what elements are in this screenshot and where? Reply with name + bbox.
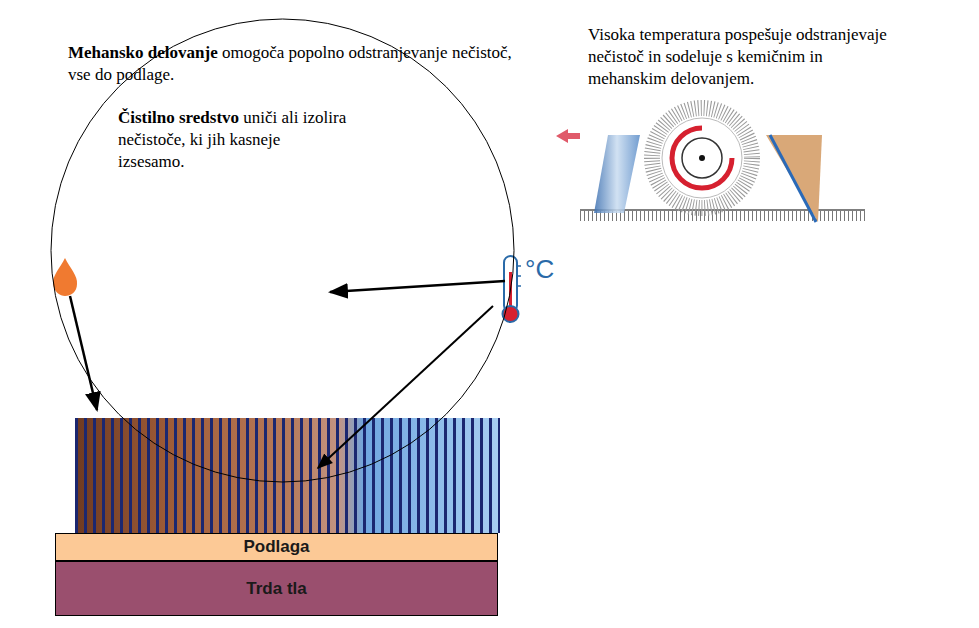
- heading-text: Mehansko delovanje: [68, 43, 218, 62]
- layer-label: Podlaga: [243, 537, 309, 557]
- description-paragraph: Mehansko delovanje omogoča popolno odstr…: [68, 42, 520, 86]
- base-layer: Podlaga: [55, 533, 498, 561]
- arrow: [318, 306, 493, 468]
- floor-layer: Trda tla: [55, 561, 498, 616]
- circle-outline: [50, 18, 515, 483]
- heading-text: Čistilno sredstvo: [118, 108, 239, 127]
- arrow: [330, 281, 505, 292]
- layer-label: Trda tla: [246, 579, 306, 599]
- cleaning-circle: Mehansko delovanje omogoča popolno odstr…: [50, 18, 515, 483]
- detergent-drop: [53, 258, 77, 296]
- temp-note: Visoka temperatura pospešuje odstranjeva…: [588, 24, 888, 90]
- unit-symbol: °C: [525, 254, 565, 284]
- carpet-fibres: [75, 418, 500, 533]
- description-paragraph: Čistilno sredstvo uniči ali izolira neči…: [118, 107, 350, 173]
- arrow: [70, 296, 97, 410]
- machine-illustration: [556, 108, 865, 222]
